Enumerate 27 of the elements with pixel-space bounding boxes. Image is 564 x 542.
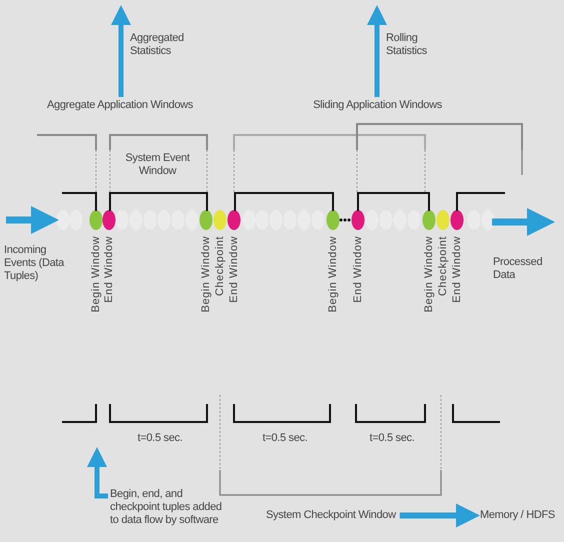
output-label: Rolling Statistics [386, 32, 428, 58]
window-label: System Event Window [124, 152, 191, 178]
input-label: Incoming Events (Data Tuples) [4, 244, 66, 283]
duration-label: t=0.5 sec. [261, 432, 308, 445]
tuple-label: Checkpoint [214, 236, 226, 296]
storage-label: Memory / HDFS [480, 509, 555, 522]
arrow [87, 447, 108, 498]
output-label: Processed Data [493, 256, 544, 282]
arrow [400, 504, 480, 528]
arrow [111, 5, 131, 97]
tuple-label: End Window [228, 236, 240, 303]
tuple-label: Checkpoint [437, 236, 449, 296]
arrow [367, 5, 387, 97]
output-label: Aggregated Statistics [130, 32, 185, 58]
tuple-label: End Window [451, 236, 463, 303]
duration-label: t=0.5 sec. [136, 432, 184, 445]
window-group-label: Sliding Application Windows [300, 99, 455, 112]
tuple-label: Begin Window [423, 236, 435, 312]
checkpoint-window-label: System Checkpoint Window [266, 509, 396, 522]
tuple-label: Begin Window [327, 236, 339, 312]
window-group-label: Aggregate Application Windows [45, 99, 195, 112]
note-text: Begin, end, and checkpoint tuples added to data flow by software [110, 488, 230, 527]
duration-label: t=0.5 sec. [368, 432, 416, 445]
tuple-label: Begin Window [90, 236, 102, 312]
tuple-label: Begin Window [200, 236, 212, 312]
tuple-label: End Window [352, 236, 364, 303]
tuple-label: End Window [103, 236, 115, 303]
